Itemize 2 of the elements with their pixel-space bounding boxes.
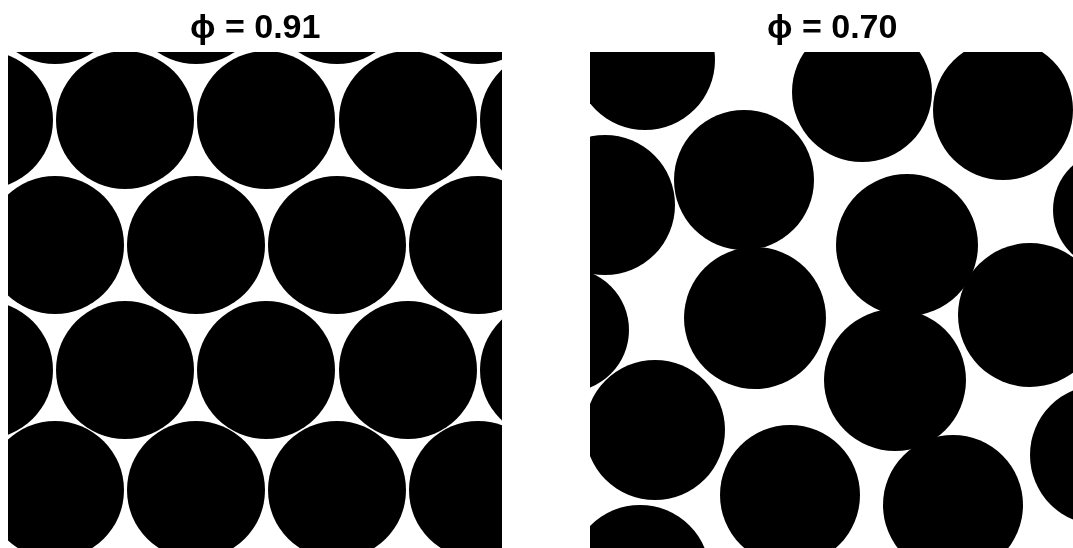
packing-fraction-label: ϕ = 0.91	[190, 6, 321, 46]
packing-fraction-label: ϕ = 0.70	[767, 6, 898, 46]
